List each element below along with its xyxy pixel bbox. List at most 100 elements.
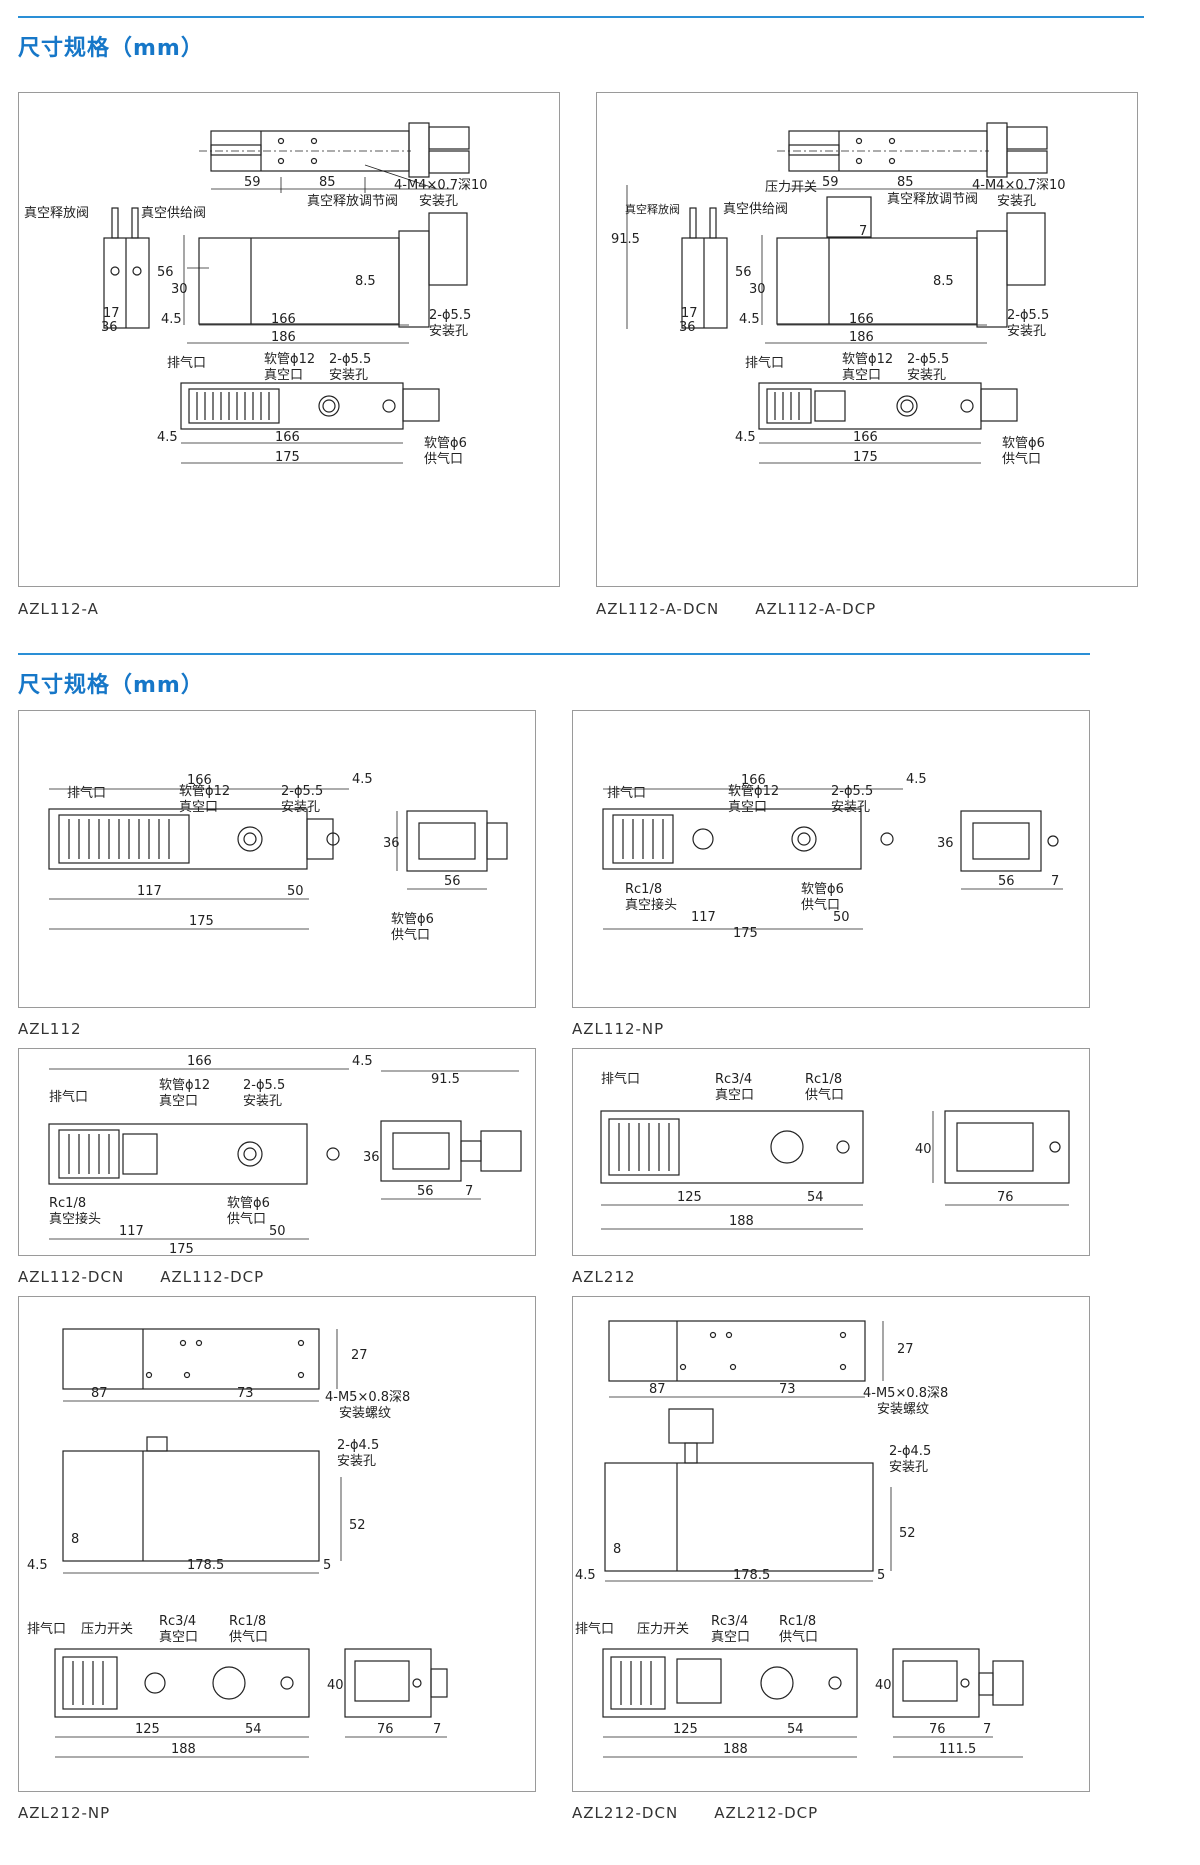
dim-73: 73	[237, 1386, 254, 1401]
supply-port-label: 供气口	[229, 1629, 268, 1645]
vac-port-label: 真空口	[264, 368, 303, 383]
dim-36: 36	[679, 320, 696, 335]
bottom-view	[54, 1648, 448, 1758]
dim-56: 56	[417, 1184, 434, 1199]
bottom-view	[758, 382, 1018, 464]
dim-50: 50	[833, 910, 850, 925]
dim-186: 186	[849, 330, 874, 345]
hole-sub: 安装孔	[281, 800, 320, 815]
side-view	[604, 1408, 892, 1582]
rc18-label: Rc1/8	[805, 1072, 842, 1087]
hose12-label: 软管ϕ12	[842, 352, 893, 367]
dim-4-5-b: 4.5	[735, 430, 756, 445]
hose6-label: 软管ϕ6	[424, 436, 467, 451]
dim-166-b: 166	[275, 430, 300, 445]
section-title-1: 尺寸规格（mm）	[18, 36, 204, 61]
model-label-azl112-a: AZL112-A	[18, 600, 99, 618]
bottom-hole-label: 2-ϕ5.5	[329, 352, 371, 367]
top-hole-sub: 安装孔	[997, 194, 1036, 209]
exhaust-label: 排气口	[575, 1621, 614, 1637]
dim-4-5: 4.5	[352, 1054, 373, 1069]
dim-178-5: 178.5	[733, 1568, 770, 1583]
bottom-hole-sub: 安装孔	[907, 368, 946, 383]
dim-5: 5	[323, 1558, 331, 1573]
rc18-label: Rc1/8	[625, 882, 662, 897]
top-view	[62, 1328, 338, 1402]
drawing-panel-azl112-a: 59 85 4-M4×0.7深10 安装孔 真空释放阀 真空供给阀 真空释放调节…	[18, 92, 560, 587]
dim-4-5: 4.5	[906, 772, 927, 787]
hose12-label: 软管ϕ12	[179, 784, 230, 799]
dim-175: 175	[733, 926, 758, 941]
exhaust-label: 排气口	[607, 785, 646, 801]
front-view	[48, 788, 349, 930]
dim-5: 5	[877, 1568, 885, 1583]
dim-73: 73	[779, 1382, 796, 1397]
dim-4-5: 4.5	[739, 312, 760, 327]
dim-59: 59	[244, 175, 261, 190]
top-view	[777, 122, 1048, 190]
dim-125: 125	[673, 1722, 698, 1737]
dim-186: 186	[271, 330, 296, 345]
side-hole-label: 2-ϕ5.5	[1007, 308, 1049, 323]
rc18-label: Rc1/8	[779, 1614, 816, 1629]
rc18-label: Rc1/8	[49, 1196, 86, 1211]
model-label-azl112: AZL112	[18, 1020, 82, 1038]
dim-76: 76	[377, 1722, 394, 1737]
dim-4-5: 4.5	[27, 1558, 48, 1573]
drawing-panel-azl112-np: 166 4.5 排气口 软管ϕ12 真空口 2-ϕ5.5 安装孔 36 Rc1/…	[572, 710, 1090, 1008]
dim-175: 175	[853, 450, 878, 465]
top-hole-label: 4-M4×0.7深10	[972, 178, 1066, 193]
supply-valve-label: 真空供给阀	[141, 206, 206, 221]
drawing-panel-azl212-dcn: 27 87 73 4-M5×0.8深8 安装螺纹 2-ϕ4.5 安装孔 52 8…	[572, 1296, 1090, 1792]
vac-joint-label: 真空接头	[625, 897, 677, 913]
dim-188: 188	[171, 1742, 196, 1757]
dim-76: 76	[997, 1190, 1014, 1205]
dim-188: 188	[729, 1214, 754, 1229]
adjust-valve-label: 真空释放调节阀	[307, 194, 398, 209]
top-view	[199, 122, 470, 193]
supply-port-label: 供气口	[391, 927, 430, 943]
rc34-label: Rc3/4	[715, 1072, 752, 1087]
dim-175: 175	[189, 914, 214, 929]
pressure-switch-label: 压力开关	[637, 1622, 689, 1637]
side-view	[960, 810, 1063, 890]
side-view	[932, 1110, 1070, 1206]
supply-port-label: 供气口	[805, 1087, 844, 1103]
dim-52: 52	[349, 1518, 366, 1533]
drawing-panel-azl112-a-dcn: 59 85 4-M4×0.7深10 安装孔 压力开关 真空释放阀 真空供给阀 真…	[596, 92, 1138, 587]
dim-52: 52	[899, 1526, 916, 1541]
side-view	[380, 1070, 522, 1200]
side-hole-sub: 安装孔	[1007, 324, 1046, 339]
dim-50: 50	[269, 1224, 286, 1239]
bottom-hole-sub: 安装孔	[329, 368, 368, 383]
supply-port-label: 供气口	[227, 1211, 266, 1227]
dim-40: 40	[327, 1678, 344, 1693]
dim-56: 56	[157, 265, 174, 280]
dim-4-5: 4.5	[161, 312, 182, 327]
dim-8-5: 8.5	[355, 274, 376, 289]
dim-7: 7	[465, 1184, 473, 1199]
dim-8: 8	[613, 1542, 621, 1557]
hose12-label: 软管ϕ12	[728, 784, 779, 799]
dim-59: 59	[822, 175, 839, 190]
hole-label: 2-ϕ5.5	[281, 784, 323, 799]
dim-56: 56	[444, 874, 461, 889]
dim-117: 117	[119, 1224, 144, 1239]
dim-27: 27	[351, 1348, 368, 1363]
dim-117: 117	[137, 884, 162, 899]
dim-50: 50	[287, 884, 304, 899]
hole-label: 2-ϕ4.5	[889, 1444, 931, 1459]
hole-label: 2-ϕ4.5	[337, 1438, 379, 1453]
front-view	[48, 1068, 349, 1240]
dim-54: 54	[807, 1190, 824, 1205]
dim-7: 7	[859, 224, 867, 239]
supply-valve-label: 真空供给阀	[723, 202, 788, 217]
bottom-view	[180, 382, 440, 464]
hole-label: 2-ϕ5.5	[243, 1078, 285, 1093]
dim-30: 30	[749, 282, 766, 297]
dim-7: 7	[1051, 874, 1059, 889]
dim-166: 166	[741, 773, 766, 788]
dim-117: 117	[691, 910, 716, 925]
dim-76: 76	[929, 1722, 946, 1737]
drawing-panel-azl212-np: 27 87 73 4-M5×0.8深8 安装螺纹 2-ϕ4.5 安装孔 52 8…	[18, 1296, 536, 1792]
